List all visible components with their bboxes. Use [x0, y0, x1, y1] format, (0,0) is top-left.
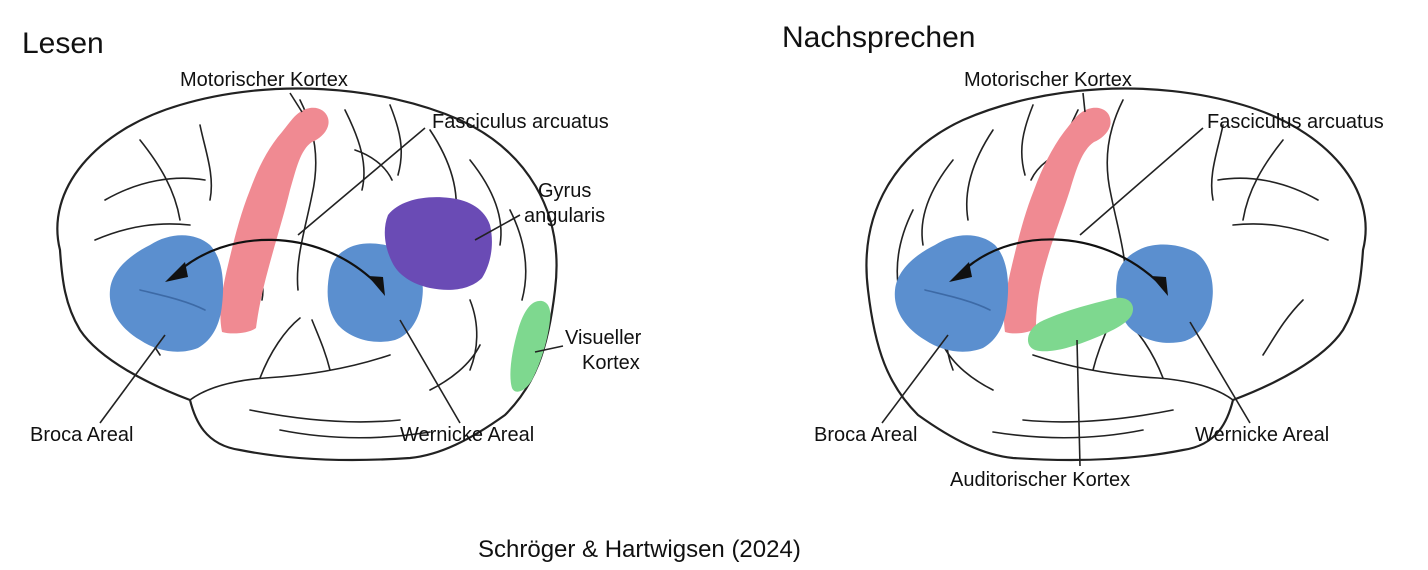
- label-visual-line2: Kortex: [582, 352, 640, 374]
- fasciculus-arrowhead-wernicke-left: [368, 276, 385, 296]
- visual-cortex-region-left: [510, 300, 551, 392]
- gyrus-angularis-region-left: [384, 197, 492, 290]
- fasciculus-arrow-right: [961, 238, 1159, 283]
- broca-sulcus-right: [924, 289, 991, 311]
- leader-visual: [534, 345, 564, 353]
- leader-motor-left: [289, 92, 303, 113]
- label-motor-cortex-left: Motorischer Kortex: [180, 69, 348, 91]
- motor-cortex-region-right: [1003, 107, 1111, 334]
- panel-title-lesen: Lesen: [22, 27, 104, 60]
- panel-lesen: Lesen Motorischer Kortex Fasciculus arcu…: [22, 27, 642, 462]
- label-motor-cortex-right: Motorischer Kortex: [964, 69, 1132, 91]
- leader-wernicke-right: [1189, 321, 1251, 424]
- label-fasciculus-left: Fasciculus arcuatus: [432, 111, 609, 133]
- leader-fasciculus-left: [297, 127, 426, 236]
- figure-caption: Schröger & Hartwigsen (2024): [478, 536, 801, 563]
- wernicke-region-right: [1116, 244, 1213, 343]
- label-fasciculus-right: Fasciculus arcuatus: [1207, 111, 1384, 133]
- panel-nachsprechen: Nachsprechen Motorischer Kortex Fascicul…: [782, 21, 1384, 491]
- fasciculus-arrowhead-broca-right: [949, 262, 972, 282]
- leader-broca-right: [881, 334, 949, 424]
- motor-cortex-region-left: [220, 107, 329, 334]
- label-auditory-right: Auditorischer Kortex: [950, 469, 1130, 491]
- leader-motor-right: [1082, 92, 1086, 113]
- label-gyrus-line1: Gyrus: [538, 180, 591, 202]
- label-wernicke-right: Wernicke Areal: [1195, 424, 1329, 446]
- leader-broca-left: [99, 334, 166, 424]
- label-gyrus-line2: angularis: [524, 205, 605, 227]
- label-wernicke-left: Wernicke Areal: [400, 424, 534, 446]
- fasciculus-arrow-left: [177, 238, 376, 283]
- leader-gyrus: [474, 214, 521, 241]
- fasciculus-arrowhead-wernicke-right: [1151, 276, 1168, 296]
- auditory-cortex-region-right: [1027, 297, 1134, 352]
- leader-auditory-right: [1076, 339, 1081, 467]
- broca-region-right: [894, 235, 1009, 352]
- label-broca-left: Broca Areal: [30, 424, 133, 446]
- broca-sulcus-left: [139, 289, 206, 311]
- broca-region-left: [109, 235, 224, 352]
- leader-fasciculus-right: [1079, 127, 1204, 236]
- panel-title-nachsprechen: Nachsprechen: [782, 21, 975, 54]
- leader-wernicke-left: [399, 319, 461, 424]
- label-broca-right: Broca Areal: [814, 424, 917, 446]
- fasciculus-arrowhead-broca-left: [165, 262, 188, 282]
- label-visual-line1: Visueller: [565, 327, 642, 349]
